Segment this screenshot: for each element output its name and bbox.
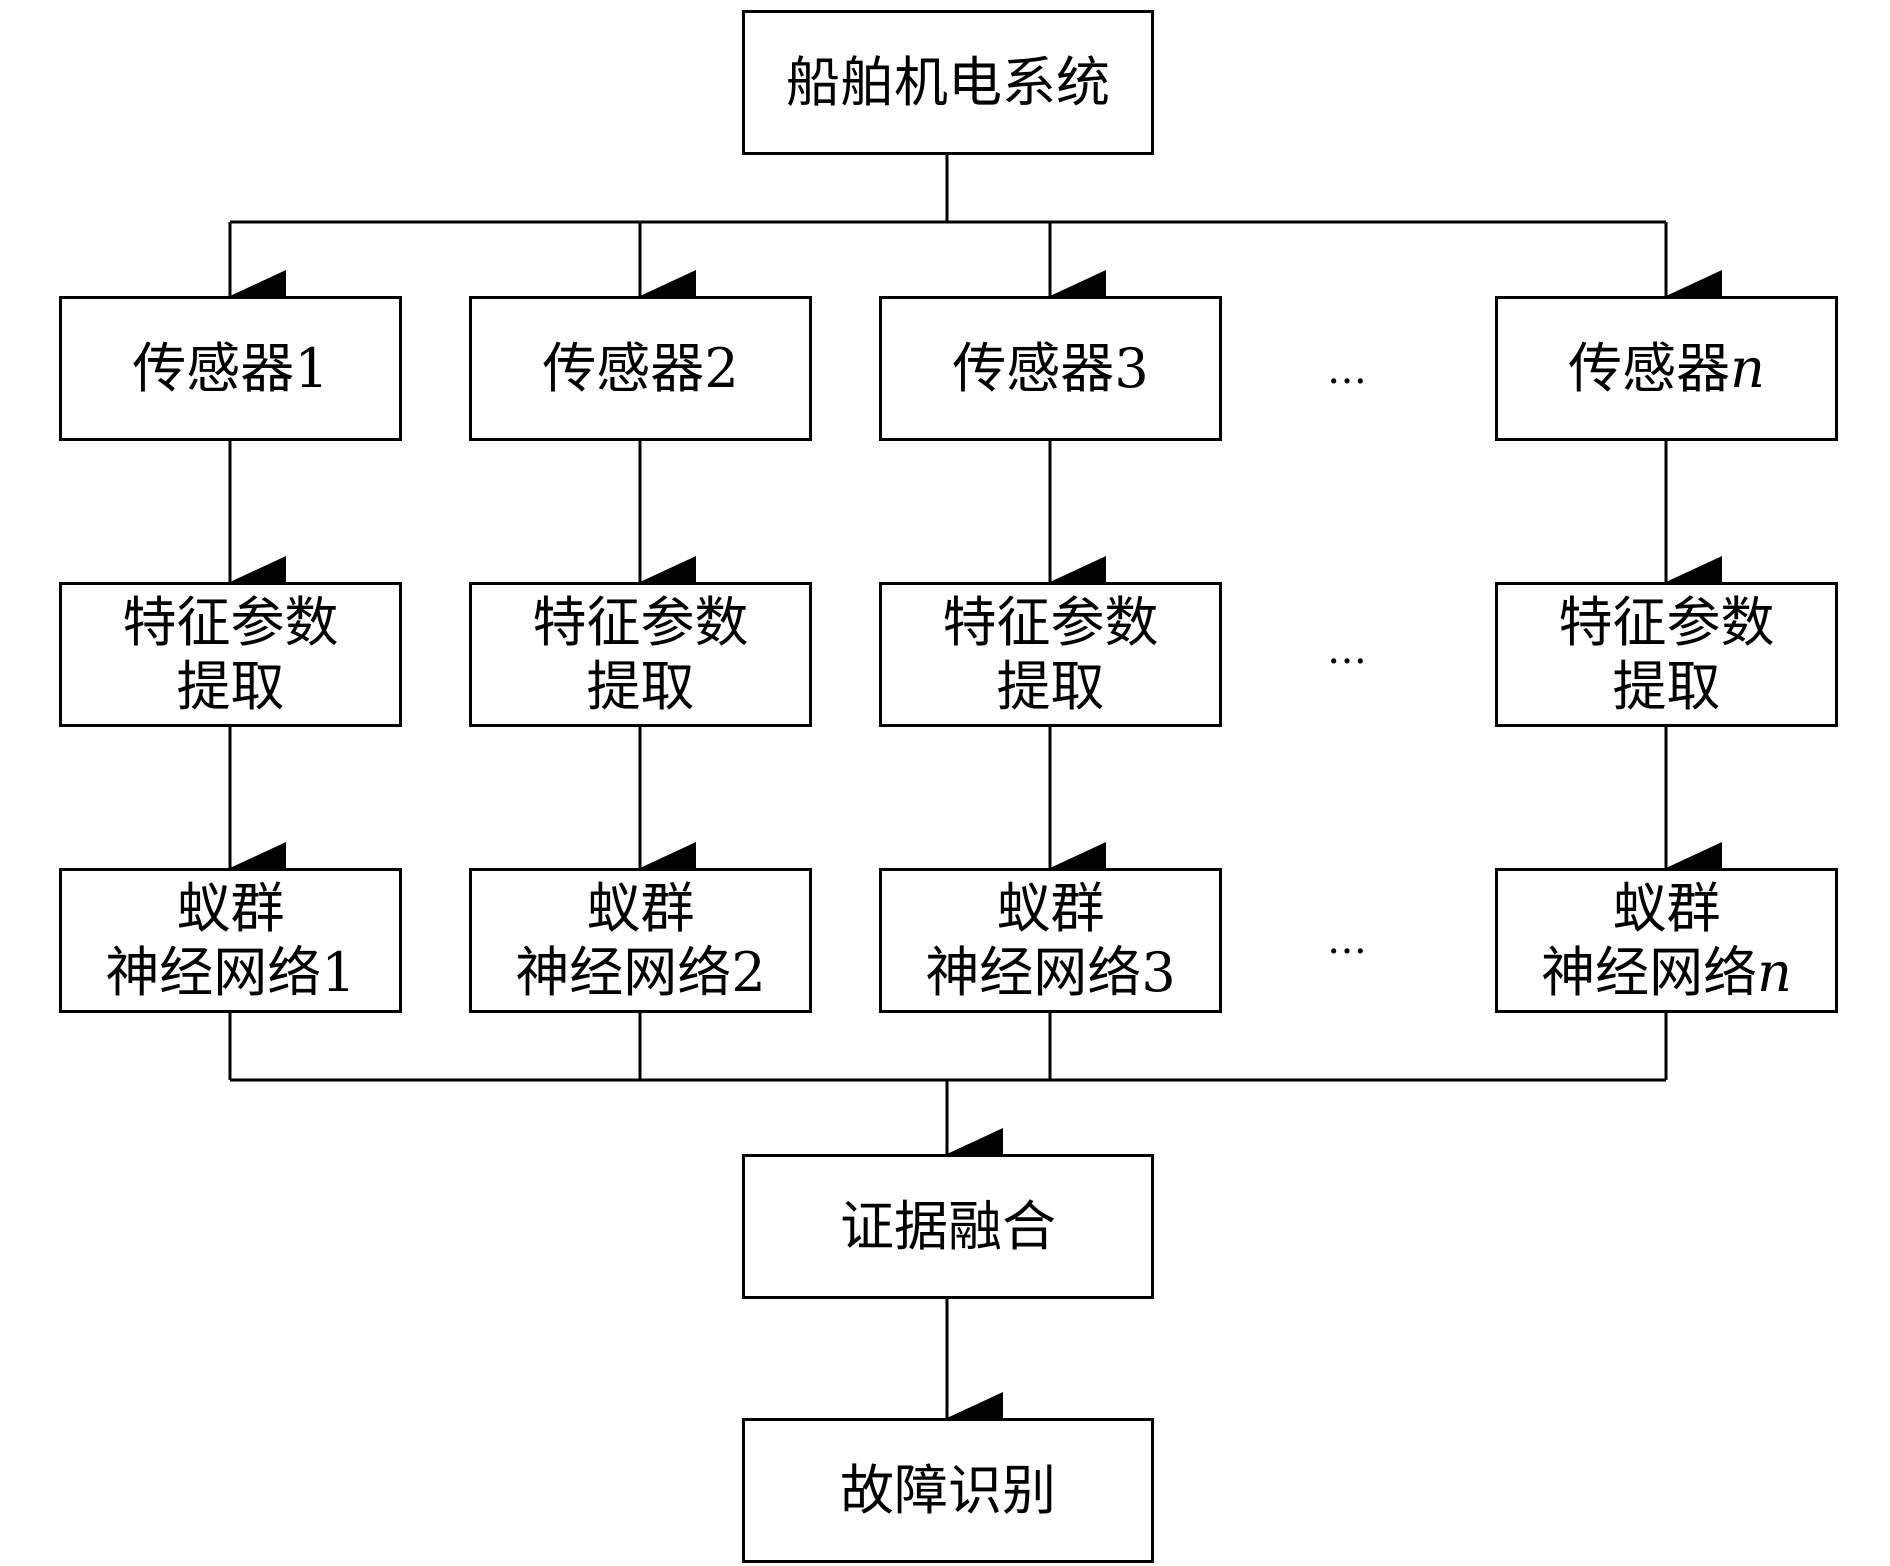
system-label: 船舶机电系统 [786, 50, 1110, 114]
ellipsis-features: … [1327, 627, 1369, 673]
feature-box-3: 特征参数 提取 [879, 582, 1222, 727]
feature-label-line1: 特征参数 [942, 590, 1159, 654]
fusion-label: 证据融合 [840, 1194, 1056, 1258]
network-label-line2: 神经网络2 [515, 940, 766, 1004]
sensor-label-1: 传感器1 [132, 336, 329, 400]
feature-label-line2: 提取 [996, 654, 1105, 718]
network-label-line2: 神经网络1 [105, 940, 356, 1004]
fusion-box: 证据融合 [742, 1154, 1154, 1299]
sensor-box-3: 传感器3 [879, 296, 1222, 441]
network-label-line1: 蚁群 [586, 876, 695, 940]
sensor-box-1: 传感器1 [59, 296, 402, 441]
feature-label-line2: 提取 [586, 654, 695, 718]
feature-box-1: 特征参数 提取 [59, 582, 402, 727]
sensor-label-n: 传感器n [1568, 336, 1765, 400]
network-label-line2: 神经网络3 [925, 940, 1176, 1004]
network-box-3: 蚁群 神经网络3 [879, 868, 1222, 1013]
feature-label-line2: 提取 [1612, 654, 1721, 718]
system-box: 船舶机电系统 [742, 10, 1154, 155]
network-box-1: 蚁群 神经网络1 [59, 868, 402, 1013]
feature-box-2: 特征参数 提取 [469, 582, 812, 727]
sensor-label-2: 传感器2 [542, 336, 739, 400]
ellipsis-sensors: … [1327, 347, 1369, 393]
network-label-line1: 蚁群 [996, 876, 1105, 940]
network-box-2: 蚁群 神经网络2 [469, 868, 812, 1013]
feature-label-line1: 特征参数 [532, 590, 749, 654]
feature-label-line1: 特征参数 [122, 590, 339, 654]
feature-label-line2: 提取 [176, 654, 285, 718]
feature-label-line1: 特征参数 [1558, 590, 1775, 654]
feature-box-n: 特征参数 提取 [1495, 582, 1838, 727]
network-label-line2: 神经网络n [1541, 940, 1792, 1004]
sensor-box-2: 传感器2 [469, 296, 812, 441]
result-label: 故障识别 [840, 1458, 1056, 1522]
result-box: 故障识别 [742, 1418, 1154, 1563]
network-label-line1: 蚁群 [1612, 876, 1721, 940]
ellipsis-networks: … [1327, 917, 1369, 963]
network-label-line1: 蚁群 [176, 876, 285, 940]
sensor-box-n: 传感器n [1495, 296, 1838, 441]
network-box-n: 蚁群 神经网络n [1495, 868, 1838, 1013]
sensor-label-3: 传感器3 [952, 336, 1149, 400]
